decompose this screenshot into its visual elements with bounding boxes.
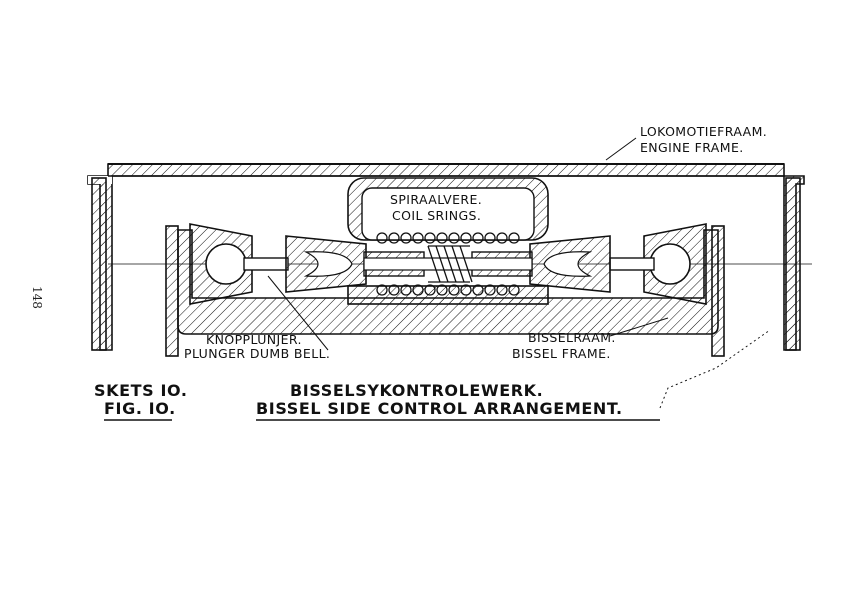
engine-frame — [87, 163, 805, 351]
label-engine-frame-en: ENGINE FRAME. — [640, 140, 744, 155]
coil-springs — [376, 232, 520, 296]
plunger-dumb-bell — [243, 235, 655, 293]
label-engine-frame-af: LOKOMOTIEFRAAM. — [640, 124, 767, 139]
bissel-frame — [165, 225, 725, 357]
page-number: 148 — [30, 286, 44, 309]
caption-title-af: BISSELSYKONTROLEWERK. — [290, 381, 543, 400]
label-coil-springs-af: SPIRAALVERE. — [390, 192, 482, 207]
caption-title-en: BISSEL SIDE CONTROL ARRANGEMENT. — [256, 399, 623, 418]
leader-lines — [267, 137, 771, 409]
label-plunger-en: PLUNGER DUMB BELL. — [184, 346, 330, 361]
caption-fig-af: SKETS IO. — [94, 381, 188, 400]
label-bissel-frame-af: BISSELRAAM. — [528, 330, 616, 345]
label-bissel-frame-en: BISSEL FRAME. — [512, 346, 611, 361]
label-coil-springs-en: COIL SRINGS. — [392, 208, 481, 223]
right-ball-socket — [643, 223, 707, 305]
label-plunger-af: KNOPPLUNJER. — [206, 332, 302, 347]
left-ball-socket — [189, 223, 253, 305]
caption-fig-en: FIG. IO. — [104, 399, 176, 418]
